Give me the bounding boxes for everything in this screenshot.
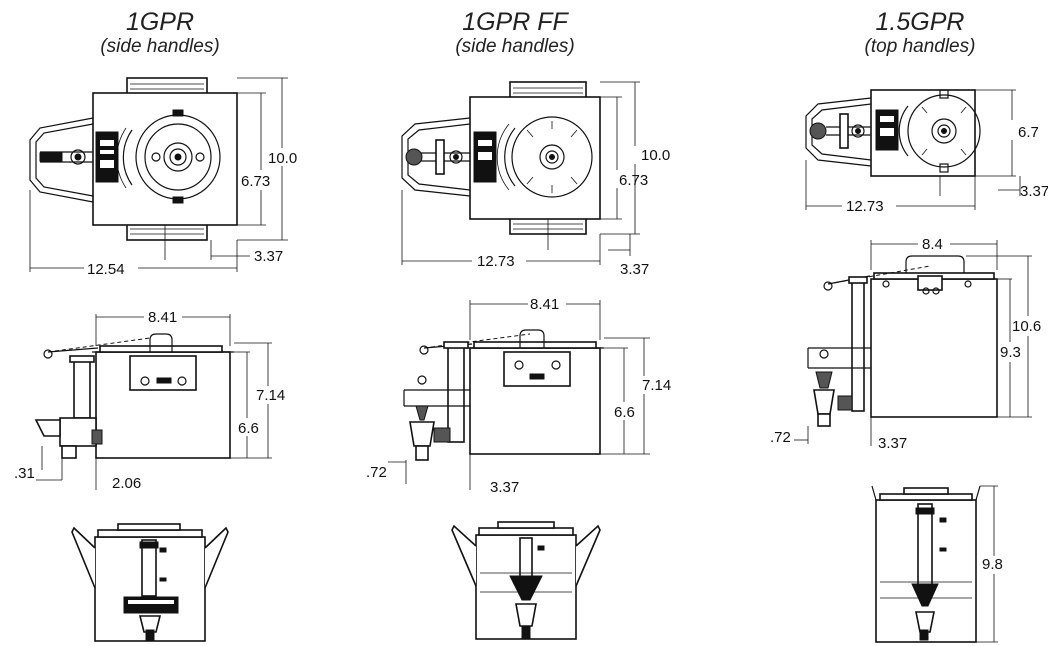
side-view-1gpr xyxy=(34,314,272,490)
dim-width-side: 8.41 xyxy=(148,309,177,326)
top-view-1gpr-ff xyxy=(401,81,640,265)
front-view-1gpr xyxy=(71,523,229,642)
top-view-1gpr xyxy=(29,77,288,272)
title-1-5gpr: 1.5GPR (top handles) xyxy=(810,8,1030,58)
dim-width-side: 8.4 xyxy=(922,236,943,253)
dim-depth-top: 6.73 xyxy=(241,173,270,190)
title-1gpr: 1GPR (side handles) xyxy=(60,8,260,58)
front-view-1-5gpr xyxy=(871,485,998,643)
side-view-1-5gpr xyxy=(794,240,1032,446)
dim-faucet-offset: 3.37 xyxy=(878,435,907,452)
model-name: 1.5GPR xyxy=(875,8,965,36)
dim-tank-side: 6.6 xyxy=(614,404,635,421)
dim-width-top: 12.54 xyxy=(87,261,125,278)
dim-offset-top: 3.37 xyxy=(1020,183,1048,200)
dim-width-side: 8.41 xyxy=(530,296,559,313)
dim-faucet-height: .72 xyxy=(366,464,387,481)
front-view-1gpr-ff xyxy=(451,521,601,640)
dim-depth-top: 6.73 xyxy=(619,172,648,189)
dim-width-top: 12.73 xyxy=(477,253,515,270)
dim-tank-side: 9.3 xyxy=(1000,344,1021,361)
model-subtitle: (top handles) xyxy=(864,36,976,57)
dim-faucet-offset: 2.06 xyxy=(112,475,141,492)
dim-height-side: 7.14 xyxy=(642,377,671,394)
dim-tank-side: 6.6 xyxy=(238,420,259,437)
dim-offset-top: 3.37 xyxy=(254,248,283,265)
top-view-1-5gpr xyxy=(805,89,1021,210)
side-view-1gpr-ff xyxy=(388,300,650,490)
model-name: 1GPR FF xyxy=(462,8,568,36)
dim-depth-top: 6.7 xyxy=(1018,124,1039,141)
dim-faucet-height: .31 xyxy=(14,465,35,482)
dim-faucet-offset: 3.37 xyxy=(490,479,519,496)
model-subtitle: (side handles) xyxy=(100,36,220,57)
title-1gpr-ff: 1GPR FF (side handles) xyxy=(405,8,625,58)
dim-height-side: 7.14 xyxy=(256,387,285,404)
dim-height-top: 10.0 xyxy=(268,150,297,167)
model-name: 1GPR xyxy=(125,8,195,36)
dim-height-side: 10.6 xyxy=(1012,318,1041,335)
dim-offset-top: 3.37 xyxy=(620,261,649,278)
dim-height-top: 10.0 xyxy=(641,147,670,164)
model-subtitle: (side handles) xyxy=(455,36,575,57)
dim-faucet-height: .72 xyxy=(770,429,791,446)
dim-width-top: 12.73 xyxy=(846,198,884,215)
dim-height-front: 9.8 xyxy=(982,556,1003,573)
